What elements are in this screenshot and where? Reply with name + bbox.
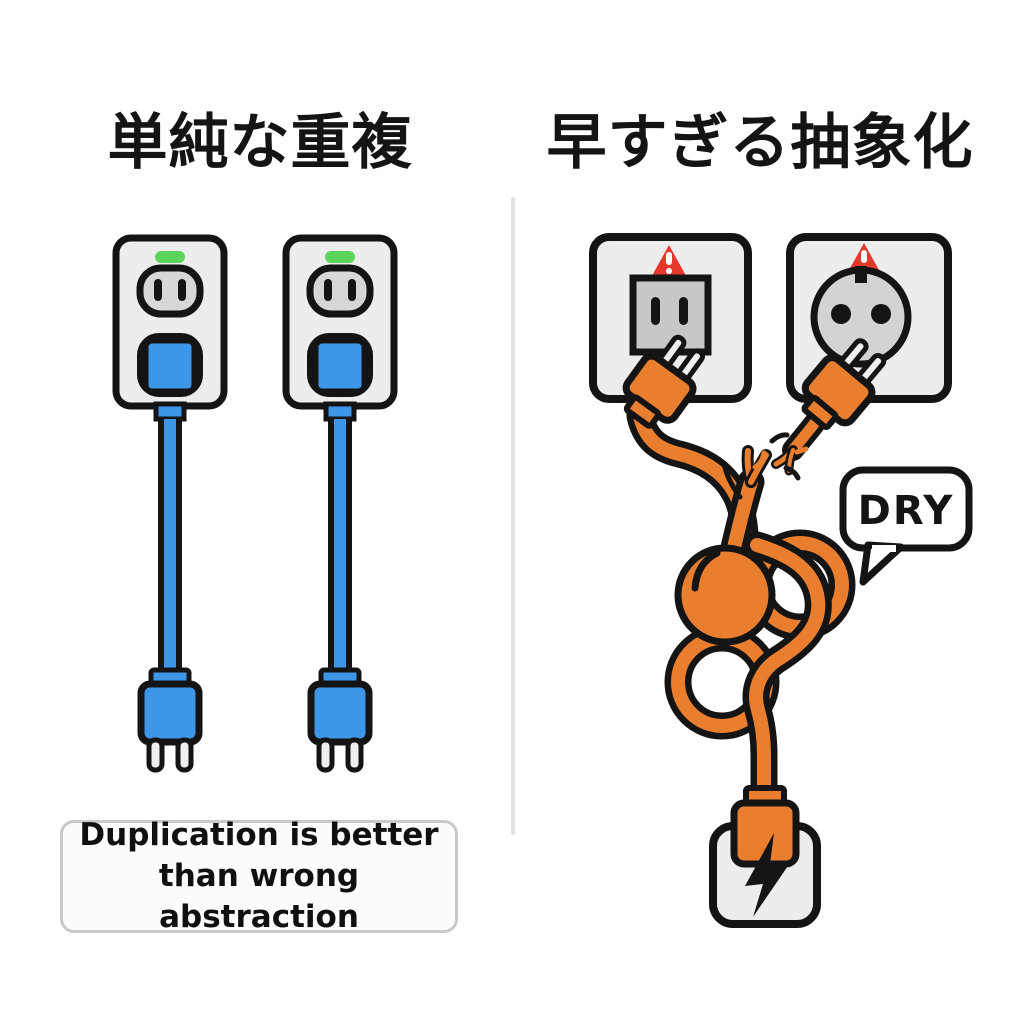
- dry-speech-bubble: DRY: [839, 466, 973, 586]
- dry-label: DRY: [858, 488, 955, 534]
- spark-marks: [752, 432, 809, 481]
- left-outlet-unit-2: [286, 238, 394, 770]
- power-device: [709, 785, 821, 928]
- broken-cord-stub: [752, 409, 828, 481]
- caption-box: Duplication is better than wrong abstrac…: [60, 817, 458, 935]
- loose-orange-plug-1: [622, 334, 706, 429]
- caption-line-1: Duplication is better: [79, 817, 439, 853]
- left-outlet-unit-1: [116, 238, 224, 770]
- lightning-bolt-icon: [745, 833, 792, 917]
- tangled-cord-knot: [626, 402, 856, 807]
- right-panel-title: 早すぎる抽象化: [546, 108, 974, 178]
- caption-line-2: than wrong abstraction: [158, 858, 360, 935]
- left-panel-title: 単純な重複: [107, 108, 413, 178]
- loose-orange-plug-2: [801, 338, 887, 430]
- cord-knot-ball: [674, 544, 776, 646]
- panel-divider: [511, 197, 515, 835]
